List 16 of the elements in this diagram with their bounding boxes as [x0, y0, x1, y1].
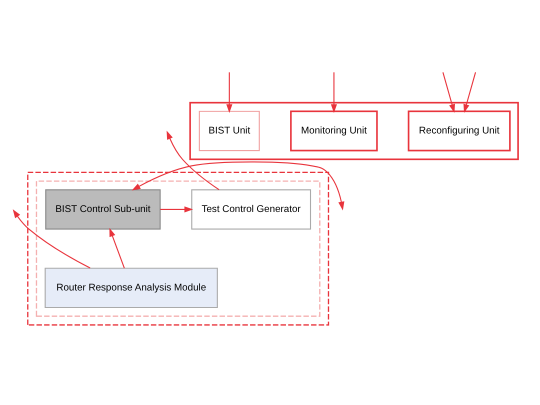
- node-box: Monitoring Unit: [290, 110, 378, 152]
- node-box: BIST Control Sub-unit: [45, 189, 161, 230]
- node-box: Router Response Analysis Module: [44, 268, 218, 308]
- node-box: Reconfiguring Unit: [408, 110, 511, 152]
- arrow: [160, 206, 194, 212]
- arrow: [12, 209, 90, 268]
- arrow: [330, 72, 337, 113]
- arrow: [463, 72, 476, 113]
- arrow: [109, 228, 125, 268]
- arrow: [442, 72, 455, 113]
- node-box: BIST Unit: [198, 110, 260, 152]
- node-box: Test Control Generator: [191, 189, 312, 230]
- cluster: [27, 172, 330, 326]
- arrow: [226, 72, 232, 113]
- arrow: [132, 161, 344, 210]
- cluster: [36, 180, 320, 317]
